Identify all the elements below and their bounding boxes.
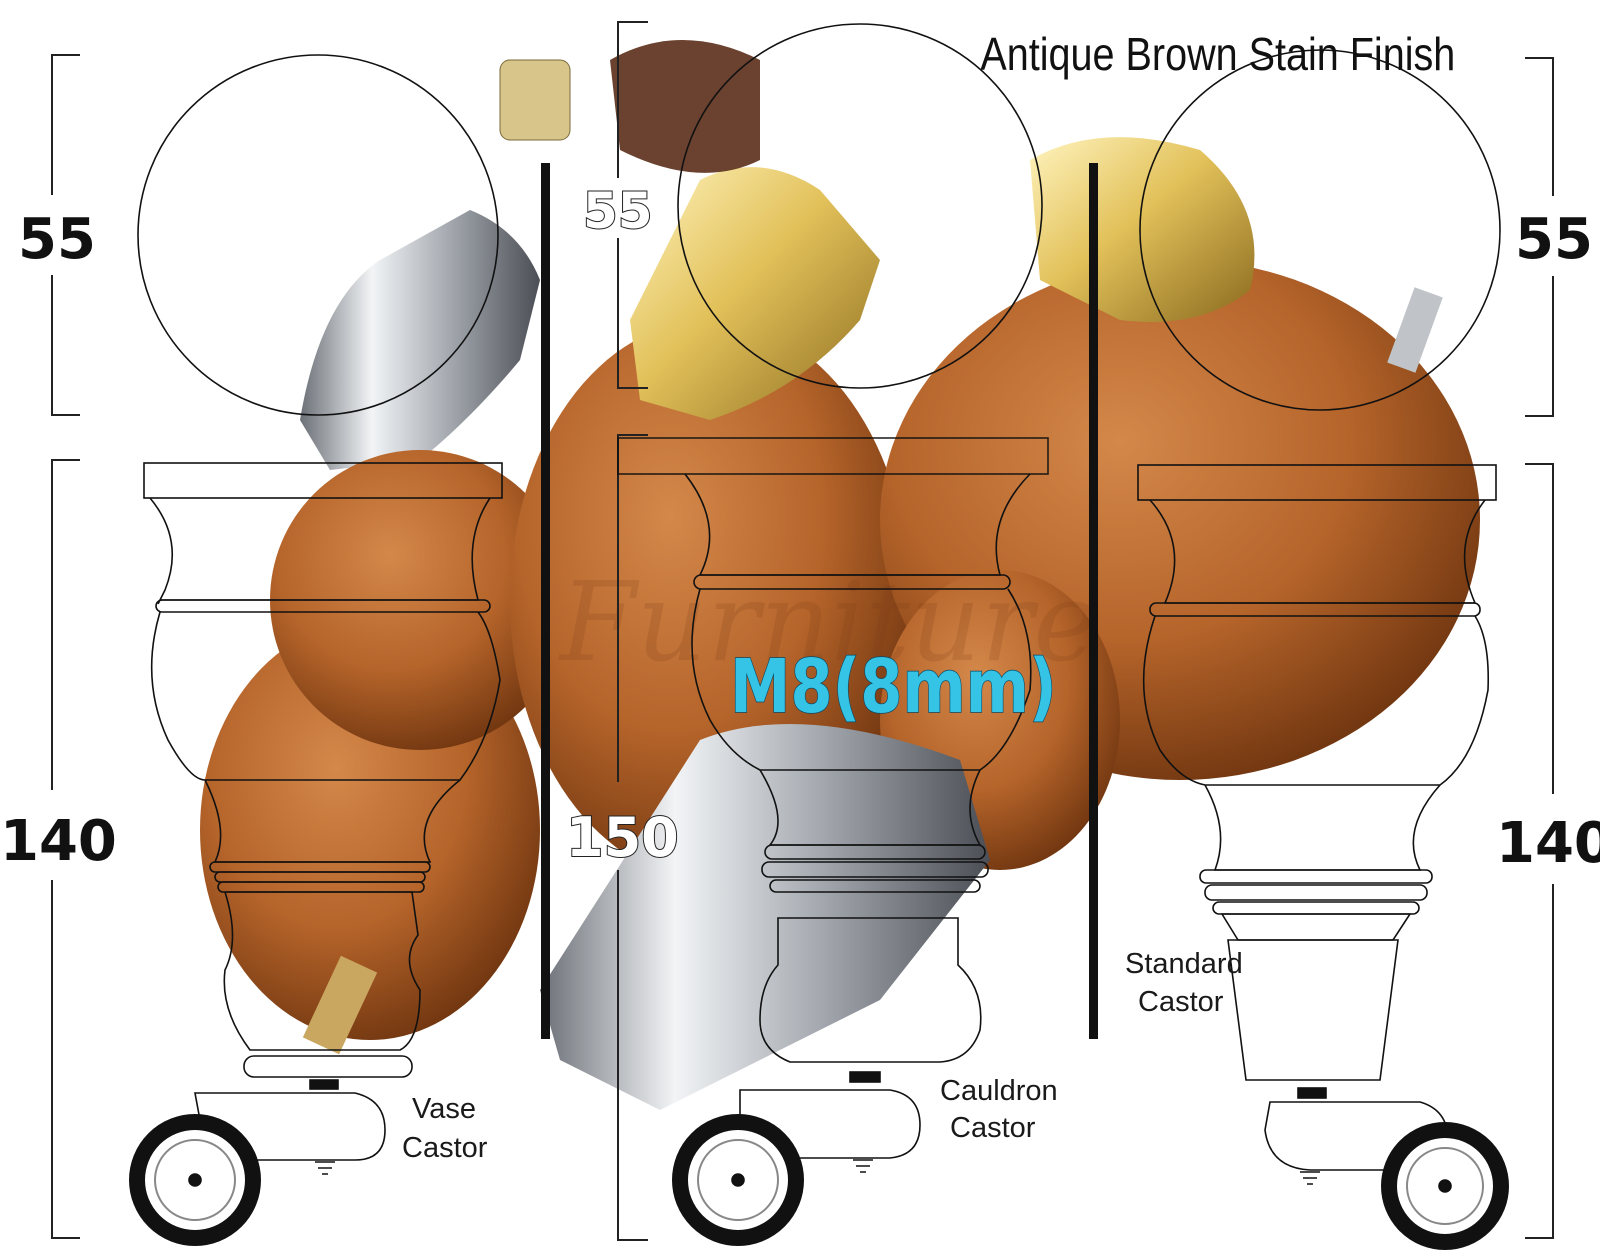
castor-label-standard-1: Standard [1125,948,1243,980]
thread-size-label: M8(8mm) [730,643,1057,729]
watermark-text: Furniture [558,558,1099,686]
leg-outline-vase [129,462,503,1246]
castor-label-vase-1: Vase [412,1093,476,1125]
title-backdrop [968,22,1332,80]
brown-wheel-photo [610,40,760,173]
finish-title: Antique Brown Stain Finish [980,29,1455,80]
dim-height-left: 140 [0,809,117,874]
top-circle-center [677,23,1043,389]
dim-height-right: 140 [1496,811,1600,876]
chrome-castor-bottom-photo [540,724,990,1110]
castor-label-cauldron-1: Cauldron [940,1075,1058,1107]
top-circle-right [1139,49,1501,411]
dim-top-left: 55 [18,207,96,272]
leg-outline-standard [1137,464,1509,1250]
chrome-castor-top-photo [300,59,571,470]
divider-bar-left [541,163,550,1039]
castor-label-vase-2: Castor [402,1132,488,1164]
thread-bolt-right-photo [1387,287,1443,373]
dim-height-center: 150 [566,806,679,869]
castor-label-standard-2: Castor [1138,986,1224,1018]
dim-top-right: 55 [1515,207,1593,272]
brass-castor-right-photo [1030,137,1255,322]
leg-outline-cauldron [617,437,1049,1246]
dimension-brackets [51,21,1554,1241]
dim-top-center: 55 [583,182,653,240]
castor-label-cauldron-2: Castor [950,1112,1036,1144]
top-circle-left [137,54,499,416]
divider-bar-right [1089,163,1098,1039]
thread-bolt-left-photo [302,955,378,1055]
top-circles [137,23,1501,416]
brass-castor-center-photo [630,167,880,420]
